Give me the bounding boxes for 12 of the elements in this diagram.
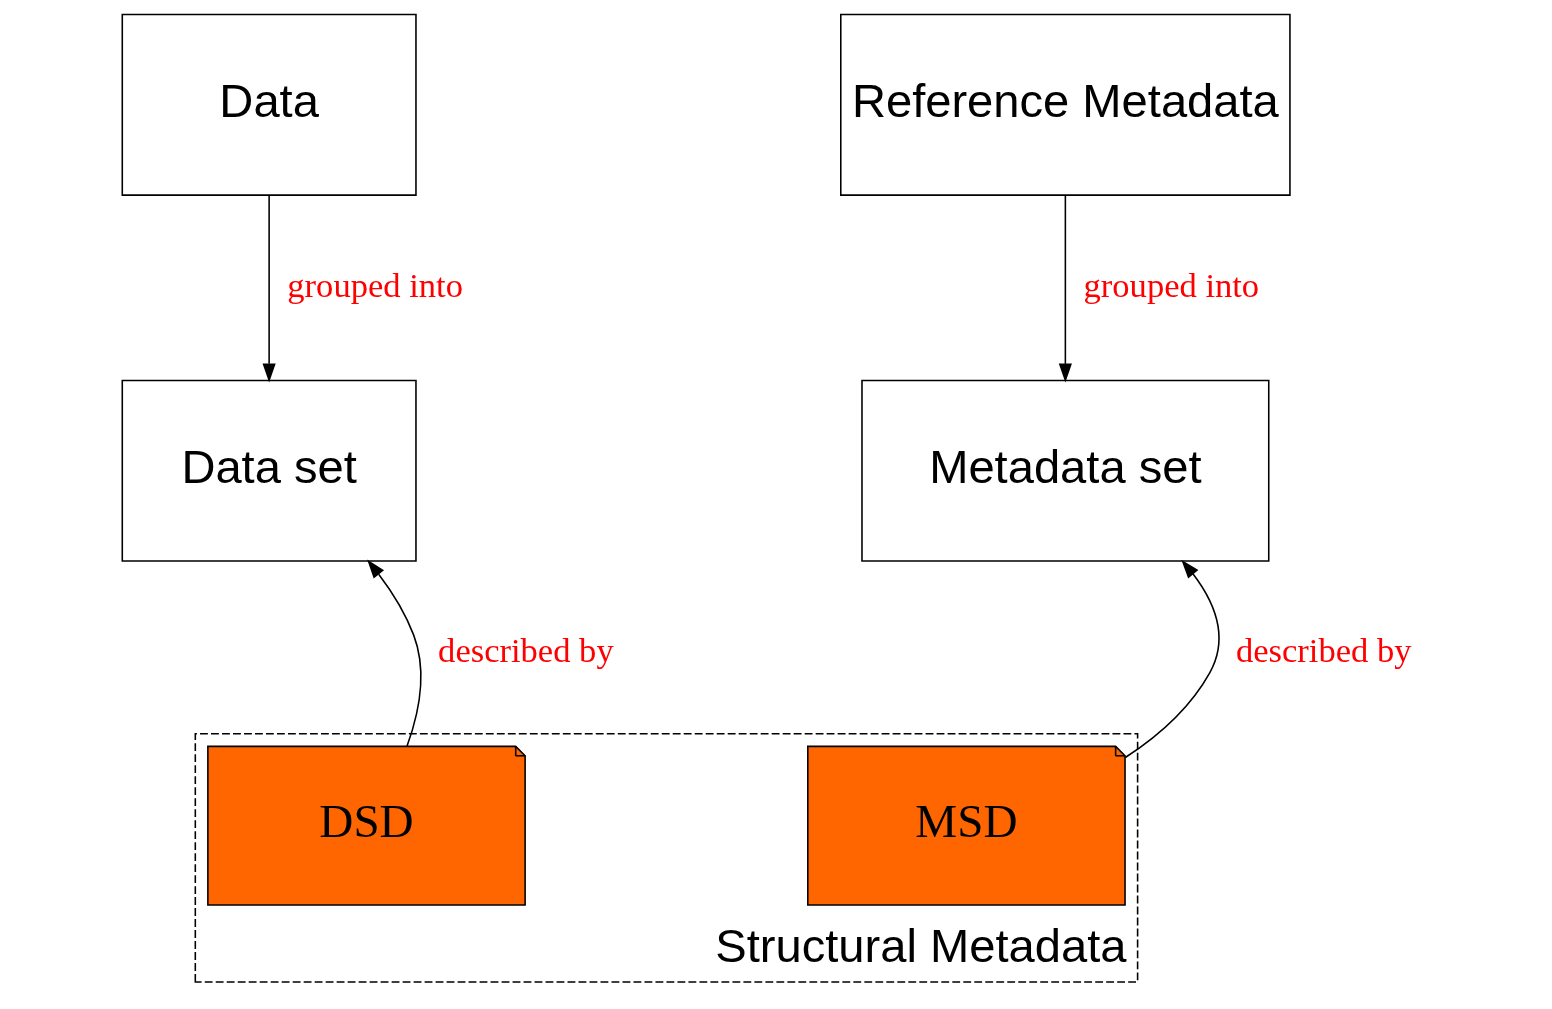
edge-label: described by: [1235, 631, 1412, 670]
edge-label: grouped into: [287, 265, 463, 304]
arrow: [367, 559, 422, 747]
node-box: Reference Metadata: [840, 13, 1291, 196]
arrow: [262, 194, 276, 383]
node-box: Data set: [121, 379, 417, 562]
node-box: Data: [121, 13, 417, 196]
node-box: Metadata set: [861, 379, 1270, 562]
arrow: [1124, 559, 1220, 759]
edge-label: described by: [438, 631, 614, 670]
arrow: [1058, 194, 1072, 383]
edge-label: grouped into: [1083, 265, 1260, 304]
